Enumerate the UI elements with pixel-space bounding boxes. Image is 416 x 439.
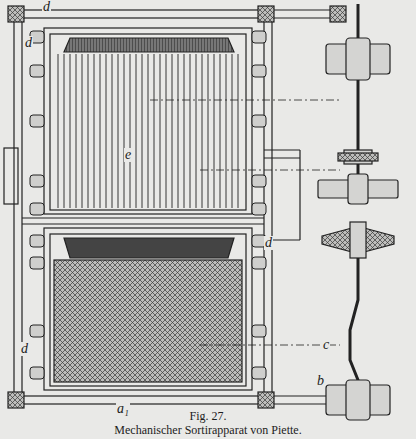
roller bbox=[252, 65, 266, 77]
part-letter: d bbox=[24, 36, 33, 50]
part-letter: e bbox=[124, 148, 132, 162]
screen-bar bbox=[160, 54, 161, 208]
screen-bar bbox=[94, 54, 95, 208]
screen-bar bbox=[214, 54, 215, 208]
caption: Mechanischer Sortirapparat von Piette. bbox=[0, 424, 416, 436]
roller bbox=[252, 175, 266, 187]
screen-bar bbox=[58, 54, 59, 208]
part-letter: b bbox=[316, 374, 325, 388]
part-letter: d bbox=[264, 236, 273, 250]
part-letter: d bbox=[20, 342, 29, 356]
roller bbox=[252, 115, 266, 127]
roller bbox=[252, 367, 266, 379]
roller bbox=[252, 31, 266, 43]
roller bbox=[30, 257, 44, 269]
screen-bar bbox=[190, 54, 191, 208]
screen-bar bbox=[100, 54, 101, 208]
screen-bar bbox=[208, 54, 209, 208]
screen-bar bbox=[166, 54, 167, 208]
screen-bar bbox=[130, 54, 131, 208]
screen-bar bbox=[112, 54, 113, 208]
roller bbox=[30, 367, 44, 379]
screen-bar bbox=[178, 54, 179, 208]
screen-bar bbox=[106, 54, 107, 208]
screen-bar bbox=[142, 54, 143, 208]
screen-bar bbox=[196, 54, 197, 208]
roller bbox=[30, 235, 44, 247]
roller bbox=[252, 257, 266, 269]
part-letter: c bbox=[322, 338, 330, 352]
roller bbox=[30, 175, 44, 187]
screen-bar bbox=[226, 54, 227, 208]
screen-bar bbox=[124, 54, 125, 208]
screen-bar bbox=[232, 54, 233, 208]
part-letter: a₁ bbox=[116, 402, 130, 416]
roller bbox=[252, 203, 266, 215]
roller bbox=[30, 65, 44, 77]
screen-bar bbox=[238, 54, 239, 208]
screen-bar bbox=[172, 54, 173, 208]
screen-bar bbox=[184, 54, 185, 208]
figure-number: Fig. 27. bbox=[0, 410, 416, 422]
roller bbox=[30, 203, 44, 215]
screen-bar bbox=[136, 54, 137, 208]
screen-bar bbox=[148, 54, 149, 208]
screen-bar bbox=[220, 54, 221, 208]
part-letter: d bbox=[42, 0, 51, 14]
screen-bar bbox=[118, 54, 119, 208]
roller bbox=[30, 115, 44, 127]
screen-bar bbox=[64, 54, 65, 208]
roller bbox=[30, 325, 44, 337]
roller bbox=[252, 325, 266, 337]
screen-bar bbox=[76, 54, 77, 208]
screen-bar bbox=[88, 54, 89, 208]
screen-bar bbox=[70, 54, 71, 208]
screen-bar bbox=[154, 54, 155, 208]
screen-bar bbox=[82, 54, 83, 208]
screen-bar bbox=[202, 54, 203, 208]
